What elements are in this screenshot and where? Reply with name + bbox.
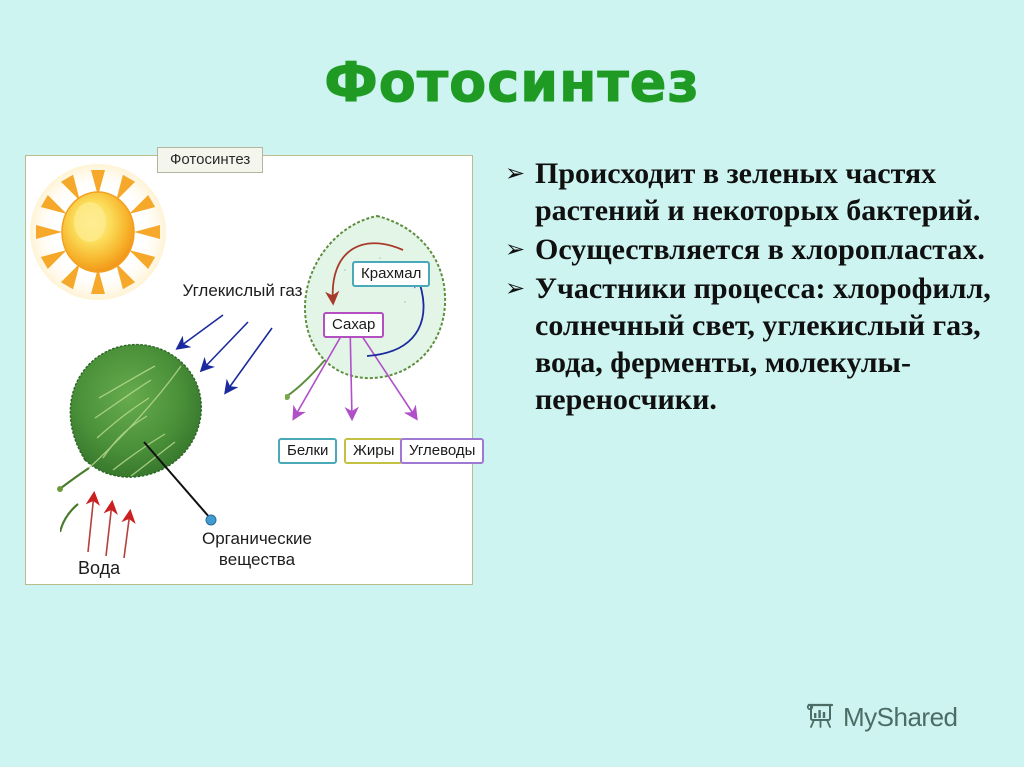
myshared-watermark: MyShared xyxy=(805,700,958,735)
bullet-arrow-icon: ➢ xyxy=(505,235,526,263)
organic-pointer xyxy=(140,440,250,530)
organic-label: Органические вещества xyxy=(201,529,313,569)
node-starch: Крахмал xyxy=(352,261,431,287)
co2-label: Углекислый газ xyxy=(182,281,303,300)
bullet-item-1: ➢ Происходит в зеленых частях растений и… xyxy=(505,155,1005,229)
co2-arrows xyxy=(160,310,285,405)
page-title: Фотосинтез xyxy=(324,51,700,114)
presentation-board-icon xyxy=(805,700,835,735)
node-fats: Жиры xyxy=(344,438,404,464)
leaf-photo xyxy=(55,330,225,505)
bullet-arrow-icon: ➢ xyxy=(505,274,526,302)
bullet-item-2: ➢ Осуществляется в хлоропластах. xyxy=(505,231,1005,268)
bullet-item-3: ➢ Участники процесса: хлорофилл, солнечн… xyxy=(505,270,1005,418)
water-label: Вода xyxy=(78,558,121,578)
bullet-text-1: Происходит в зеленых частях растений и н… xyxy=(535,157,981,227)
bullet-text-3: Участники процесса: хлорофилл, солнечный… xyxy=(535,272,991,416)
bullet-arrow-icon: ➢ xyxy=(505,159,526,187)
water-arrows xyxy=(58,470,180,560)
bullet-text-2: Осуществляется в хлоропластах. xyxy=(535,233,985,266)
node-proteins: Белки xyxy=(278,438,338,464)
sun-icon xyxy=(28,160,168,305)
myshared-label: MyShared xyxy=(843,702,958,732)
pathway-arrows xyxy=(270,300,475,435)
bullet-list: ➢ Происходит в зеленых частях растений и… xyxy=(505,155,1005,420)
sugar-starch-loop-arrows xyxy=(324,242,428,357)
diagram-caption: Фотосинтез xyxy=(157,147,264,173)
node-sugar: Сахар xyxy=(323,312,385,338)
node-carbs: Углеводы xyxy=(400,438,485,464)
